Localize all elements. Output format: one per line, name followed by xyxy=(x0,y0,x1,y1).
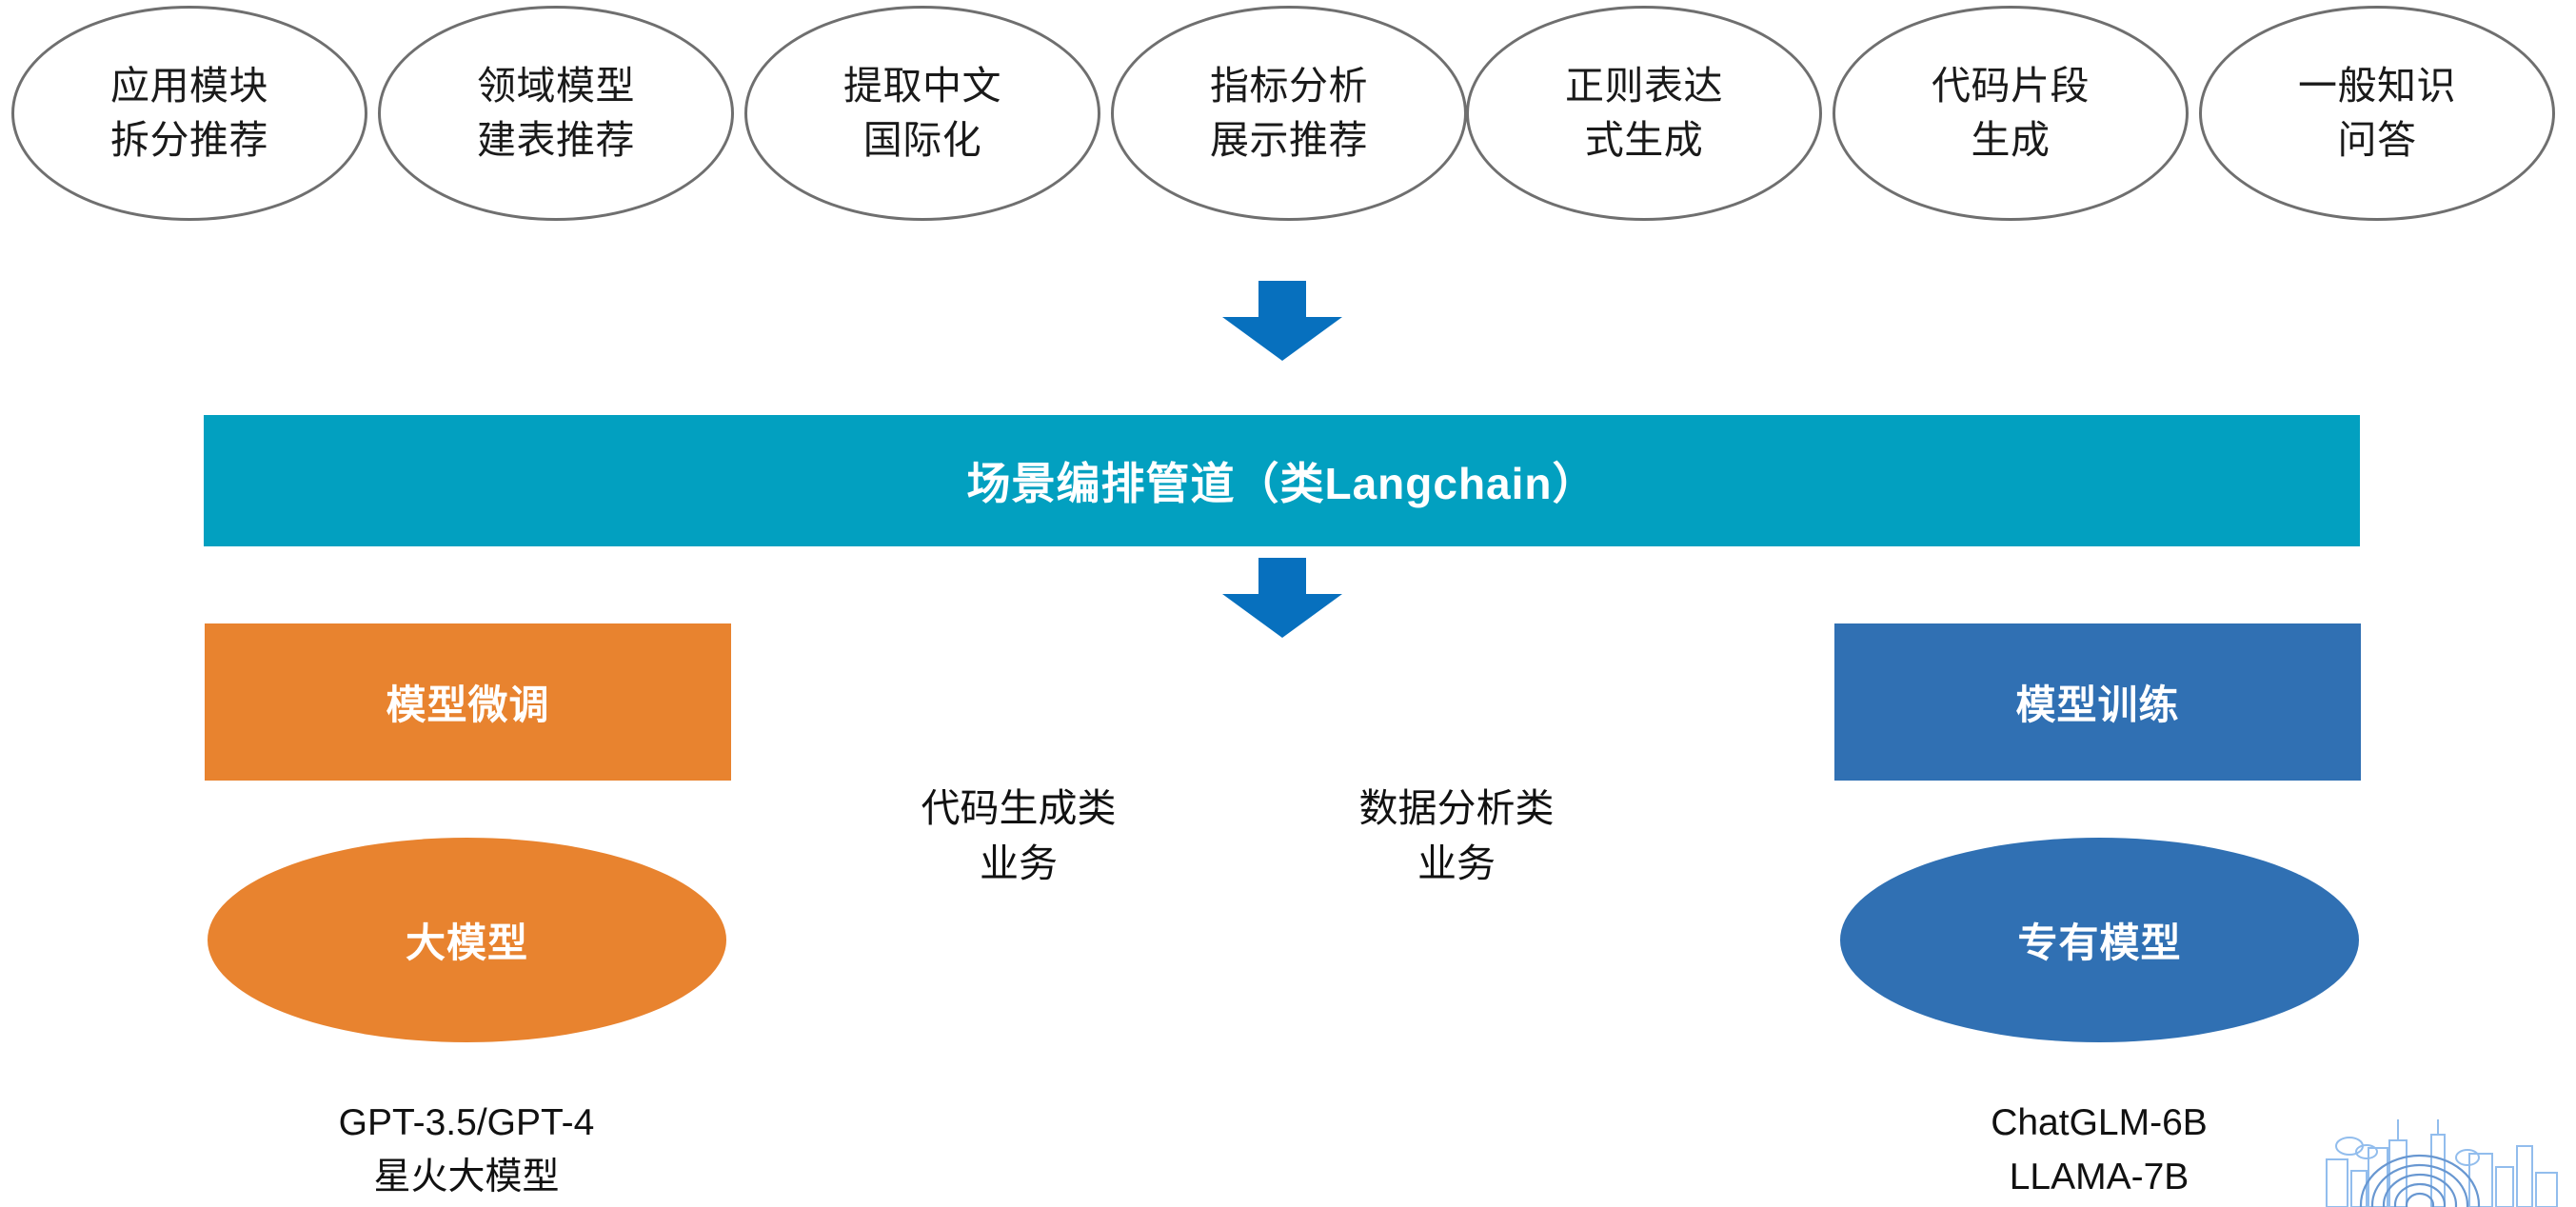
arrow-scenarios-to-pipeline xyxy=(1220,281,1344,363)
scenario-ellipse-app-module-split[interactable]: 应用模块 拆分推荐 xyxy=(11,6,367,221)
code-generation-business-label: 代码生成类 业务 xyxy=(921,786,1117,886)
left-model-name-1: GPT-3.5/GPT-4 xyxy=(338,1102,595,1143)
scenario-ellipse-chinese-i18n[interactable]: 提取中文 国际化 xyxy=(744,6,1100,221)
scenario-label: 领域模型 建表推荐 xyxy=(477,64,635,162)
scenario-label: 代码片段 生成 xyxy=(1932,64,2090,162)
model-training-box: 模型训练 xyxy=(1834,623,2361,781)
scenario-label: 提取中文 国际化 xyxy=(843,64,1001,162)
scenario-ellipse-domain-model-table[interactable]: 领域模型 建表推荐 xyxy=(378,6,734,221)
right-model-name-2: LLAMA-7B xyxy=(2009,1156,2190,1197)
scenario-label: 应用模块 拆分推荐 xyxy=(110,64,268,162)
private-model-ellipse: 专有模型 xyxy=(1840,838,2359,1042)
data-analysis-business-label: 数据分析类 业务 xyxy=(1358,786,1555,886)
scenario-label: 一般知识 问答 xyxy=(2298,64,2456,162)
left-model-names: GPT-3.5/GPT-4 星火大模型 xyxy=(200,1097,733,1204)
scenario-ellipse-general-knowledge-qa[interactable]: 一般知识 问答 xyxy=(2199,6,2555,221)
pipeline-orchestration-bar: 场景编排管道（类Langchain） xyxy=(204,415,2360,546)
model-training-label: 模型训练 xyxy=(2015,683,2180,727)
private-model-label: 专有模型 xyxy=(2017,920,2182,965)
arrow-pipeline-to-models xyxy=(1220,558,1344,640)
scenario-ellipse-metric-analysis-display[interactable]: 指标分析 展示推荐 xyxy=(1111,6,1467,221)
right-model-name-1: ChatGLM-6B xyxy=(1991,1102,2208,1143)
model-finetune-label: 模型微调 xyxy=(386,683,550,727)
model-finetune-box: 模型微调 xyxy=(205,623,731,781)
right-model-names: ChatGLM-6B LLAMA-7B xyxy=(1833,1097,2366,1204)
scenario-ellipse-code-snippet-generation[interactable]: 代码片段 生成 xyxy=(1833,6,2189,221)
left-model-name-2: 星火大模型 xyxy=(373,1156,560,1197)
scenario-label: 正则表达 式生成 xyxy=(1565,64,1723,162)
scenario-label: 指标分析 展示推荐 xyxy=(1210,64,1368,162)
scenario-ellipse-regex-generation[interactable]: 正则表达 式生成 xyxy=(1466,6,1822,221)
large-model-ellipse: 大模型 xyxy=(208,838,726,1042)
pipeline-bar-label: 场景编排管道（类Langchain） xyxy=(966,459,1597,508)
large-model-label: 大模型 xyxy=(405,920,528,965)
scenario-ellipse-row: 应用模块 拆分推荐 领域模型 建表推荐 提取中文 国际化 指标分析 展示推荐 正则表达 … xyxy=(0,6,2576,227)
